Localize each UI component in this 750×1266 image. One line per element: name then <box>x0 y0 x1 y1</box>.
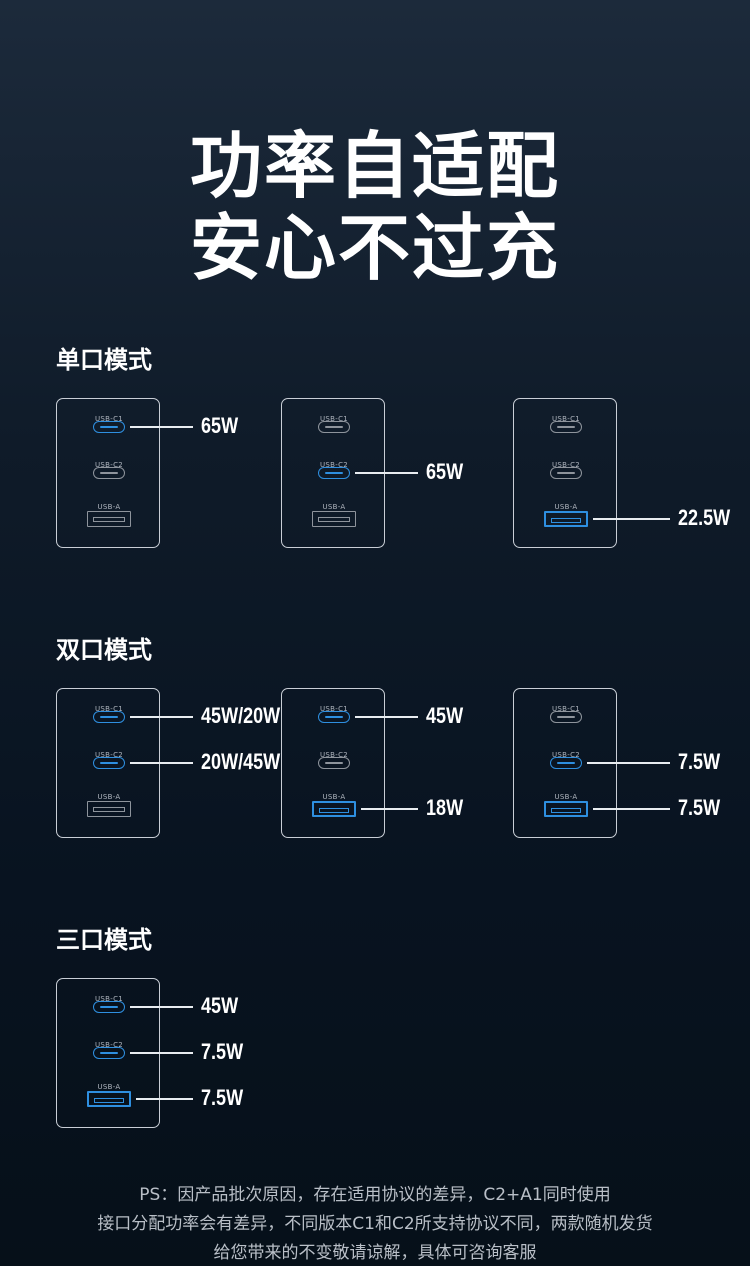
wattage-label: 7.5W <box>201 1085 244 1110</box>
section-title: 三口模式 <box>56 926 152 954</box>
headline-line-1: 功率自适配 <box>189 124 560 208</box>
port-label-a: USB-A <box>322 503 346 511</box>
port-label-c2: USB-C2 <box>94 1041 124 1049</box>
usb-a-port-icon <box>544 511 588 527</box>
note-line-1: PS：因产品批次原因，存在适用协议的差异，C2+A1同时使用 <box>139 1185 611 1205</box>
usb-c-port-icon <box>93 1001 125 1013</box>
port-label-c1: USB-C1 <box>319 415 349 423</box>
leader-line <box>593 518 670 520</box>
leader-line <box>130 1006 193 1008</box>
port-label-a: USB-A <box>322 793 346 801</box>
note-line-2: 接口分配功率会有差异，不同版本C1和C2所支持协议不同，两款随机发货 <box>97 1214 653 1234</box>
port-label-c2: USB-C2 <box>551 461 581 469</box>
port-label-c2: USB-C2 <box>319 461 349 469</box>
usb-c-port-icon <box>318 467 350 479</box>
port-label-c2: USB-C2 <box>94 751 124 759</box>
port-label-a: USB-A <box>97 793 121 801</box>
port-label-c1: USB-C1 <box>94 415 124 423</box>
port-label-c1: USB-C1 <box>94 995 124 1003</box>
leader-line <box>593 808 670 810</box>
wattage-label: 7.5W <box>201 1039 244 1064</box>
wattage-label: 20W/45W <box>201 749 281 774</box>
leader-line <box>130 716 193 718</box>
port-label-c1: USB-C1 <box>94 705 124 713</box>
port-label-c1: USB-C1 <box>319 705 349 713</box>
leader-line <box>587 762 670 764</box>
usb-c-port-icon <box>93 757 125 769</box>
usb-c-port-icon <box>550 757 582 769</box>
port-label-a: USB-A <box>97 503 121 511</box>
note-line-3: 给您带来的不变敬请谅解，具体可咨询客服 <box>213 1243 537 1263</box>
usb-c-port-icon <box>93 1047 125 1059</box>
port-label-a: USB-A <box>97 1083 121 1091</box>
wattage-label: 7.5W <box>678 749 721 774</box>
headline-line-2: 安心不过充 <box>189 206 560 290</box>
port-label-c1: USB-C1 <box>551 705 581 713</box>
leader-line <box>130 762 193 764</box>
port-label-c2: USB-C2 <box>94 461 124 469</box>
usb-c-port-icon <box>93 421 125 433</box>
leader-line <box>130 1052 193 1054</box>
usb-c-port-icon <box>318 757 350 769</box>
port-label-c2: USB-C2 <box>319 751 349 759</box>
usb-c-port-icon <box>93 711 125 723</box>
wattage-label: 22.5W <box>678 505 731 530</box>
usb-c-port-icon <box>93 467 125 479</box>
leader-line <box>361 808 418 810</box>
usb-a-port-icon <box>87 1091 131 1107</box>
usb-c-port-icon <box>550 711 582 723</box>
usb-a-port-icon <box>87 801 131 817</box>
wattage-label: 18W <box>426 795 464 820</box>
leader-line <box>355 716 418 718</box>
port-label-a: USB-A <box>554 793 578 801</box>
wattage-label: 65W <box>201 413 239 438</box>
wattage-label: 45W <box>426 703 464 728</box>
usb-a-port-icon <box>87 511 131 527</box>
section-title: 双口模式 <box>56 636 152 664</box>
usb-a-port-icon <box>312 801 356 817</box>
leader-line <box>136 1098 193 1100</box>
port-label-c1: USB-C1 <box>551 415 581 423</box>
wattage-label: 7.5W <box>678 795 721 820</box>
usb-a-port-icon <box>312 511 356 527</box>
wattage-label: 65W <box>426 459 464 484</box>
section-title: 单口模式 <box>56 346 152 374</box>
usb-a-port-icon <box>544 801 588 817</box>
usb-c-port-icon <box>550 467 582 479</box>
wattage-label: 45W <box>201 993 239 1018</box>
usb-c-port-icon <box>318 711 350 723</box>
usb-c-port-icon <box>318 421 350 433</box>
port-label-a: USB-A <box>554 503 578 511</box>
port-label-c2: USB-C2 <box>551 751 581 759</box>
usb-c-port-icon <box>550 421 582 433</box>
wattage-label: 45W/20W <box>201 703 281 728</box>
leader-line <box>355 472 418 474</box>
leader-line <box>130 426 193 428</box>
